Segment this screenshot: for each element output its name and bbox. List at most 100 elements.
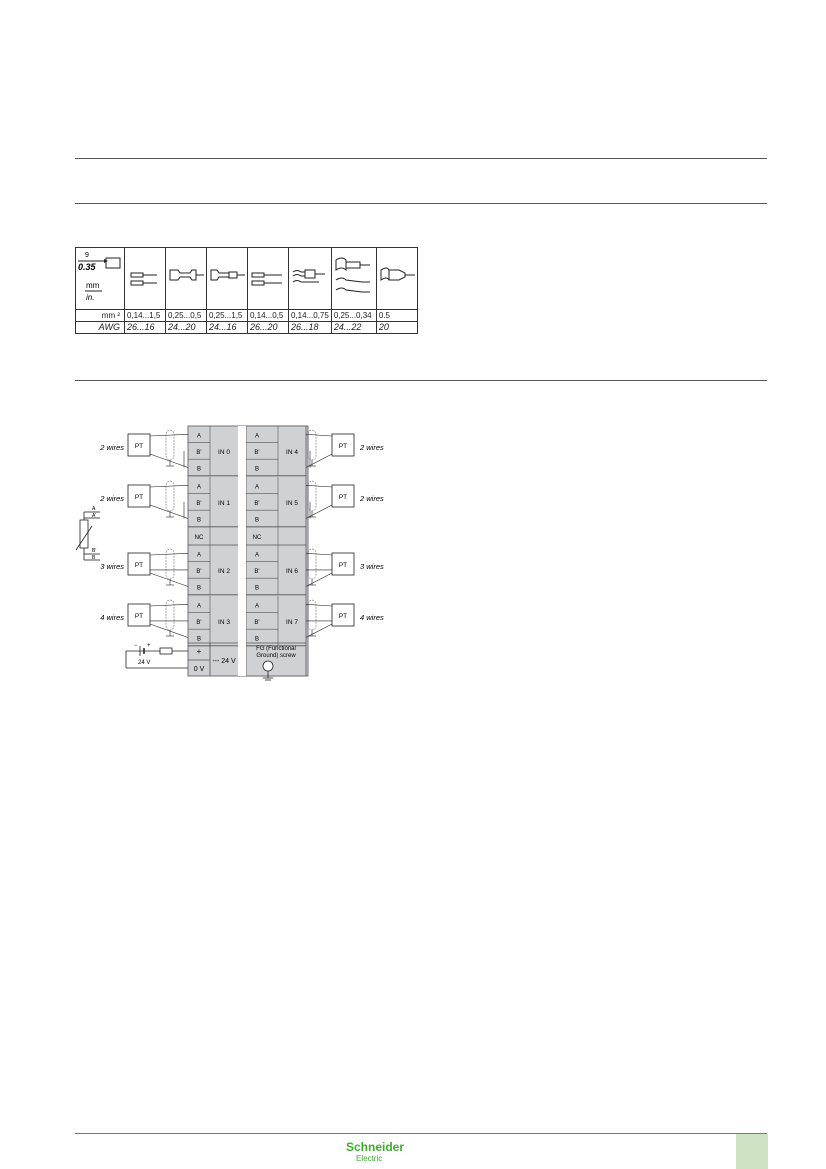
wire-count-label: 2 wires <box>359 443 384 452</box>
wire-count-label: 2 wires <box>99 494 124 503</box>
ferrule-icon-cell-6 <box>330 247 377 310</box>
right-terminal-block <box>245 425 307 677</box>
mm-cell: 0,25...1,5 <box>206 309 248 322</box>
mm-row: mm ² 0,14...1,5 0,25...0,5 0,25...1,5 0,… <box>75 309 418 322</box>
awg-row-label: AWG <box>75 321 125 334</box>
wire-count-label: 3 wires <box>360 562 384 571</box>
wire-count-label: 3 wires <box>100 562 124 571</box>
awg-cell: 26...18 <box>288 321 332 334</box>
terminal-label: B' <box>196 569 201 575</box>
sensor-label: PT <box>339 443 347 450</box>
rtd-symbol-icon <box>75 511 100 561</box>
page-tab <box>736 1134 768 1169</box>
terminal-label: A <box>255 433 259 439</box>
terminal-label: B' <box>196 501 201 507</box>
wire-size-table: 9 0.35 mm in. <box>75 247 418 334</box>
schneider-electric-logo: Schneider Electric <box>346 1140 404 1163</box>
section-rule-1 <box>75 203 767 204</box>
terminal-label: A <box>197 552 201 558</box>
dimension-header-cell: 9 0.35 mm in. <box>75 247 125 310</box>
ferrule-icon <box>210 269 245 281</box>
sensor-label: PT <box>135 562 143 569</box>
pt-sensor-icon <box>331 603 355 627</box>
terminal-label: A <box>255 603 259 609</box>
pt-sensor-icon <box>127 484 151 508</box>
wire-count-label: 4 wires <box>360 613 384 622</box>
wire-count-label: 2 wires <box>99 443 124 452</box>
section-rule-2 <box>75 380 767 381</box>
ferrule-icon-cell-3 <box>206 247 248 310</box>
awg-cell: 24...22 <box>330 321 377 334</box>
sensor-label: PT <box>339 613 347 620</box>
terminal-label: B' <box>254 569 259 575</box>
fg-label-2: Ground) screw <box>256 653 296 659</box>
awg-cell: 26...16 <box>124 321 166 334</box>
input-channel-label: IN 7 <box>286 619 298 626</box>
sensor-label: PT <box>339 494 347 501</box>
terminal-label: A <box>197 603 201 609</box>
awg-row: AWG 26...16 24...20 24...16 26...20 26..… <box>75 321 418 334</box>
plus-sign: + <box>147 643 151 649</box>
input-channel-label: IN 4 <box>286 449 298 456</box>
twin-ferrule-icon <box>335 257 370 293</box>
input-channel-label: IN 2 <box>218 568 230 575</box>
pt-sensor-icon <box>127 552 151 576</box>
power-terminals: + 0 V --- 24 V − + 24 V <box>125 642 238 676</box>
input-channel-label: IN 6 <box>286 568 298 575</box>
fg-label-1: FG (Functional <box>256 646 296 652</box>
wire-count-label: 4 wires <box>100 613 124 622</box>
supply-voltage-label: --- 24 V <box>212 658 236 665</box>
top-rule <box>75 158 767 159</box>
pt-sensor-icon <box>331 433 355 457</box>
pt-sensor-icon <box>127 433 151 457</box>
pt-sensor-icon <box>331 552 355 576</box>
zero-v-terminal: 0 V <box>194 666 205 673</box>
terminal-label: A <box>197 484 201 490</box>
terminal-label: B <box>255 637 259 643</box>
ferrule-icon-cell-2 <box>165 247 207 310</box>
mm-cell: 0,25...0,5 <box>165 309 207 322</box>
mm-cell: 0.5 <box>375 309 418 322</box>
input-channel-label: IN 1 <box>218 500 230 507</box>
solid-wire-icon <box>130 272 157 286</box>
mm-cell: 0,14...0,5 <box>247 309 289 322</box>
dim-035: 0.35 <box>78 262 97 272</box>
rtd-label-a-prime: A' <box>92 513 96 519</box>
terminal-label: B <box>255 518 259 524</box>
brand-line-2: Electric <box>356 1154 382 1163</box>
pt-sensor-icon <box>127 603 151 627</box>
shield-icon <box>165 429 175 461</box>
ferrule-icon-cell-4 <box>247 247 289 310</box>
twin-insulated-ferrule-icon <box>380 267 415 281</box>
awg-cell: 20 <box>375 321 418 334</box>
flexible-wire-icon <box>292 269 325 283</box>
mm-cell: 0,14...1,5 <box>124 309 166 322</box>
sensor-label: PT <box>135 443 143 450</box>
wire-icon-row: 9 0.35 mm in. <box>75 247 418 310</box>
ferrule-icon-cell-5 <box>288 247 332 310</box>
source-voltage-label: 24 V <box>138 660 150 666</box>
nc-terminal: NC <box>253 535 262 541</box>
terminal-label: B <box>197 467 201 473</box>
input-channel-label: IN 5 <box>286 500 298 507</box>
insulated-ferrule-icon <box>169 269 204 281</box>
unit-mm: mm <box>86 281 100 290</box>
wire-count-label: 2 wires <box>359 494 384 503</box>
double-wire-icon <box>251 272 282 286</box>
rtd-label-b: B <box>92 555 96 561</box>
plus-terminal: + <box>197 647 202 656</box>
mm-row-label: mm ² <box>75 309 125 322</box>
terminal-label: A <box>197 433 201 439</box>
terminal-label: B' <box>254 450 259 456</box>
input-channel-label: IN 3 <box>218 619 230 626</box>
input-channel-label: IN 0 <box>218 449 230 456</box>
terminal-label: B <box>255 467 259 473</box>
screw-icon <box>262 660 274 672</box>
awg-cell: 24...20 <box>165 321 207 334</box>
sensor-label: PT <box>135 494 143 501</box>
mm-cell: 0,25...0,34 <box>330 309 377 322</box>
terminal-label: B <box>197 518 201 524</box>
ferrule-icon-cell-1 <box>124 247 166 310</box>
